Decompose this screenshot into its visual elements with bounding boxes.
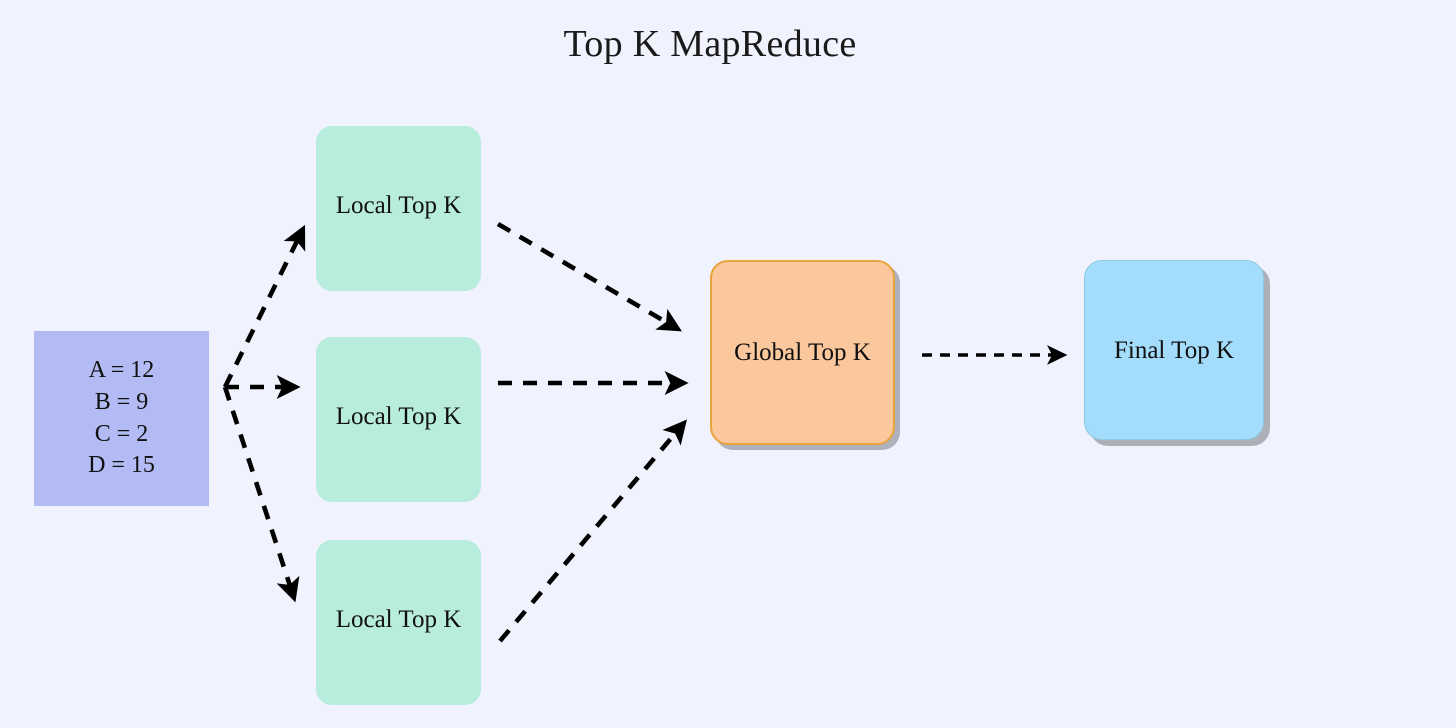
local-top-k-label-3: Local Top K — [335, 606, 462, 633]
input-line-d: D = 15 — [88, 452, 155, 479]
local-top-k-label-2: Local Top K — [335, 403, 462, 430]
local-top-k-node-3[interactable]: Local Top K — [316, 540, 481, 705]
input-line-b: B = 9 — [94, 388, 149, 415]
arrow-input-to-mapper-3 — [222, 386, 300, 603]
final-top-k-node[interactable]: Final Top K — [1084, 260, 1264, 440]
page-title: Top K MapReduce — [563, 23, 857, 65]
input-data-node[interactable]: A = 12 B = 9 C = 2 D = 15 — [34, 331, 209, 506]
global-top-k-node[interactable]: Global Top K — [710, 260, 895, 445]
arrow-mapper-1-to-reducer — [496, 222, 682, 332]
local-top-k-label-1: Local Top K — [335, 192, 462, 219]
final-top-k-label: Final Top K — [1113, 336, 1235, 364]
local-top-k-node-1[interactable]: Local Top K — [316, 126, 481, 291]
input-line-a: A = 12 — [88, 357, 155, 384]
local-top-k-node-2[interactable]: Local Top K — [316, 337, 481, 502]
arrow-mapper-3-to-reducer — [498, 419, 687, 643]
arrow-input-to-mapper-1 — [222, 224, 306, 389]
global-top-k-label: Global Top K — [734, 339, 871, 366]
input-line-c: C = 2 — [94, 420, 149, 447]
